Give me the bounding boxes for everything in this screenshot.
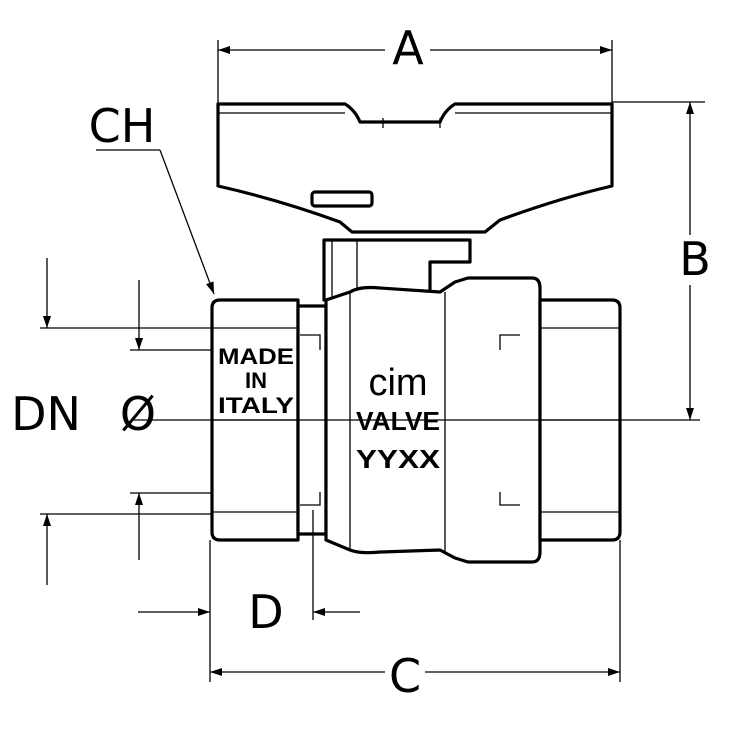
label-b: B — [679, 232, 711, 286]
body-marking: cim VALVE YYXX — [356, 362, 441, 474]
label-dn: DN — [11, 387, 81, 441]
thread-hints — [300, 334, 520, 506]
label-diameter: Ø — [120, 387, 156, 441]
dimension-d: D — [138, 510, 360, 639]
stem — [322, 238, 472, 302]
label-c: C — [389, 649, 421, 703]
dimension-a: A — [217, 21, 613, 104]
brand-logo: cim — [368, 362, 427, 404]
marking-valve: VALVE — [356, 406, 440, 436]
marking-date-code: YYXX — [356, 444, 441, 474]
marking-made: MADE — [218, 344, 294, 369]
marking-in: IN — [245, 368, 267, 393]
marking-italy: ITALY — [218, 393, 294, 418]
dimension-ch: CH — [89, 99, 215, 295]
dimension-c: C — [209, 540, 621, 703]
label-a: A — [392, 21, 424, 75]
label-ch: CH — [89, 99, 156, 153]
butterfly-handle — [216, 102, 614, 234]
origin-marking: MADE IN ITALY — [218, 344, 294, 418]
label-d: D — [248, 585, 283, 639]
dimension-diameter: Ø — [120, 280, 212, 560]
dimension-b: B — [612, 101, 711, 420]
dimension-dn: DN — [11, 258, 212, 585]
